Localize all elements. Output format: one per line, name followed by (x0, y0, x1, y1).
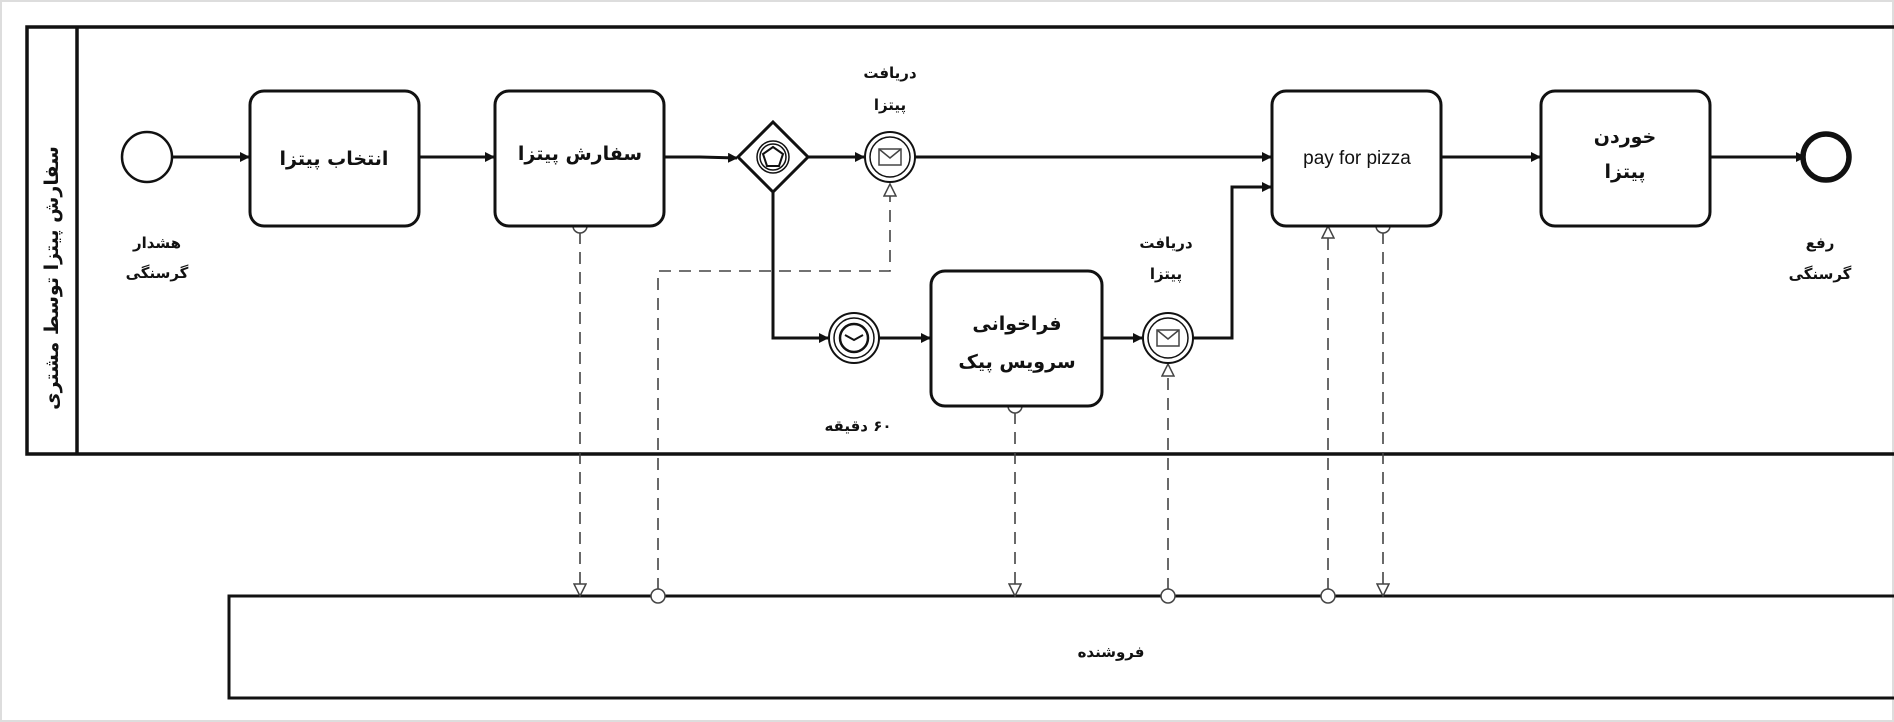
task-eat-pizza[interactable]: خوردن پیتزا (1539, 89, 1712, 228)
event-based-gateway[interactable] (735, 119, 811, 195)
envelope-icon (878, 148, 902, 166)
task-label-1: فراخوانی (972, 313, 1061, 335)
task-label-1: خوردن (1594, 126, 1657, 148)
customer-pool: سفارش پیتزا توسط مشتری (25, 25, 1894, 456)
end-event[interactable]: رفع گرسنگی (1789, 131, 1852, 283)
end-event-label-1: رفع (1806, 234, 1835, 252)
task-label-2: سرویس پیک (958, 351, 1075, 373)
customer-pool-label: سفارش پیتزا توسط مشتری (41, 146, 63, 410)
event-label-2: پیتزا (874, 96, 906, 115)
event-label-2: پیتزا (1150, 265, 1182, 284)
task-pay-for-pizza[interactable]: pay for pizza (1270, 89, 1443, 228)
start-event-label-1: هشدار (132, 234, 181, 252)
message-catch-event-receive-pizza[interactable]: دریافت پیتزا (863, 64, 917, 183)
task-label: pay for pizza (1303, 148, 1411, 169)
clock-icon (838, 322, 870, 354)
sequence-flows (172, 152, 1806, 343)
seller-pool-label: فروشنده (1078, 643, 1145, 661)
start-event[interactable]: هشدار گرسنگی (120, 130, 189, 282)
timer-catch-event[interactable]: ۶۰ دقیقه (824, 312, 892, 435)
end-event-label-2: گرسنگی (1789, 265, 1852, 283)
task-label-2: پیتزا (1605, 161, 1646, 183)
seller-pool: فروشنده (227, 594, 1894, 700)
task-label: سفارش پیتزا (518, 143, 642, 165)
task-call-courier[interactable]: فراخوانی سرویس پیک (929, 269, 1104, 408)
message-catch-event-receive-pizza-2[interactable]: دریافت پیتزا (1139, 234, 1194, 364)
envelope-icon (1156, 329, 1180, 347)
task-choose-pizza[interactable]: انتخاب پیتزا (248, 89, 421, 228)
pentagon-icon (761, 145, 785, 167)
timer-event-label: ۶۰ دقیقه (824, 417, 891, 435)
task-order-pizza[interactable]: سفارش پیتزا (493, 89, 666, 228)
event-label-1: دریافت (1139, 234, 1193, 252)
event-label-1: دریافت (863, 64, 917, 82)
task-label: انتخاب پیتزا (280, 148, 389, 170)
start-event-label-2: گرسنگی (126, 264, 189, 282)
